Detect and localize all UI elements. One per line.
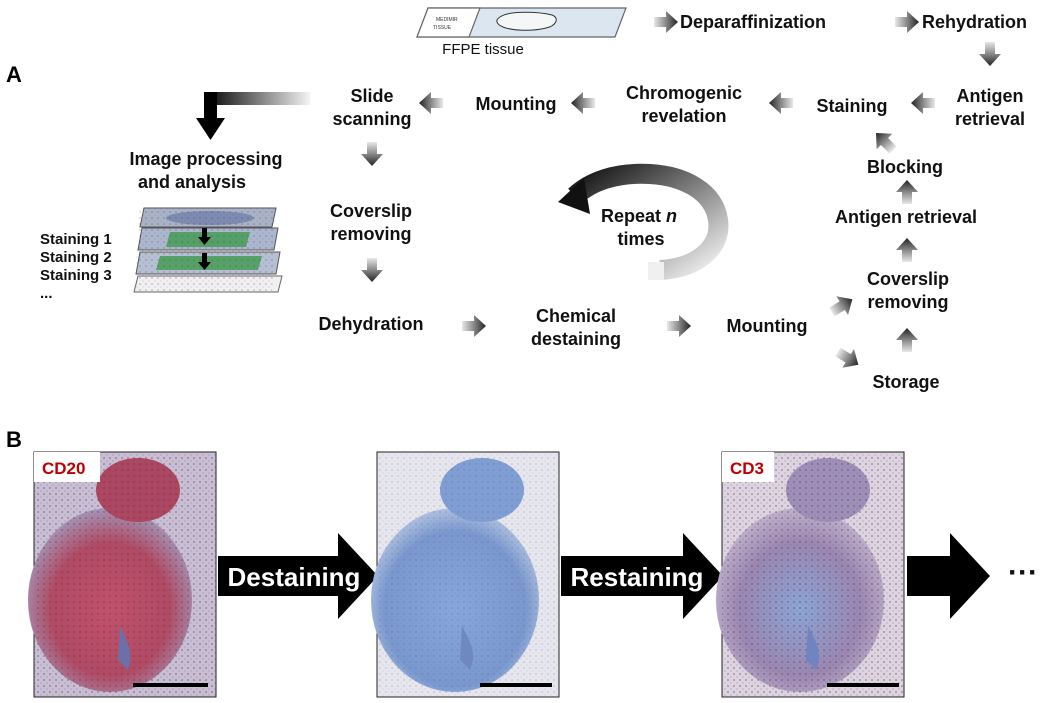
repeat-circular-arrow — [558, 163, 729, 280]
arrow-to-chemical-destaining — [462, 315, 486, 337]
step-chemical-line2: destaining — [531, 329, 621, 349]
step-slide-scanning-line2: scanning — [332, 109, 411, 129]
arrow-continue — [907, 533, 990, 619]
arrow-destaining — [218, 533, 378, 619]
panel-label-b: B — [6, 427, 22, 452]
panel-label-a: A — [6, 62, 22, 87]
step-mounting-top: Mounting — [476, 94, 557, 114]
repeat-text: Repeat — [601, 206, 666, 226]
repeat-n: n — [666, 206, 677, 226]
step-image-processing-line2: and analysis — [138, 172, 246, 192]
slide-label-text-1: MEDIMIR — [436, 17, 458, 23]
arrow-to-deparaffinization — [654, 11, 678, 33]
step-rehydration: Rehydration — [922, 12, 1027, 32]
bent-arrow-to-image-processing — [196, 92, 310, 140]
step-coverslip-left-line1: Coverslip — [330, 201, 412, 221]
arrow-blocking-to-staining — [868, 125, 901, 158]
stack-label-2: Staining 2 — [40, 249, 112, 266]
stacked-slides-image — [133, 207, 283, 293]
tag-cd20: CD20 — [42, 459, 85, 478]
arrow-to-antigen-retrieval — [979, 42, 1001, 66]
step-staining: Staining — [817, 96, 888, 116]
arrow-to-slide-scanning — [419, 92, 443, 114]
micrograph-cd20: CD20 — [28, 451, 217, 698]
arrow-to-mounting-top — [571, 92, 595, 114]
step-storage: Storage — [872, 372, 939, 392]
label-destaining: Destaining — [228, 562, 361, 592]
slide-label-text-2: TISSUE — [433, 25, 452, 31]
step-mounting-bottom: Mounting — [727, 316, 808, 336]
step-antigen-retrieval-line2: retrieval — [955, 109, 1025, 129]
step-chemical-line1: Chemical — [536, 306, 616, 326]
repeat-label-line1: Repeat n — [601, 206, 677, 226]
arrow-to-storage — [832, 342, 865, 375]
step-coverslip-right-line2: removing — [867, 292, 948, 312]
arrow-to-chromogenic — [769, 92, 793, 114]
arrow-restaining — [561, 533, 723, 619]
step-image-processing-line1: Image processing — [129, 149, 282, 169]
stack-label-4: ... — [40, 285, 53, 302]
step-deparaffinization: Deparaffinization — [680, 12, 826, 32]
label-restaining: Restaining — [571, 562, 704, 592]
arrow-to-staining — [911, 92, 935, 114]
step-antigen-retrieval-mid: Antigen retrieval — [835, 207, 977, 227]
step-chromogenic-line2: revelation — [641, 106, 726, 126]
step-slide-scanning-line1: Slide — [350, 86, 393, 106]
tag-cd3: CD3 — [730, 459, 764, 478]
step-antigen-retrieval-line1: Antigen — [957, 86, 1024, 106]
arrow-to-coverslip-right — [826, 289, 859, 322]
repeat-label-line2: times — [617, 229, 664, 249]
micrograph-destained — [371, 451, 560, 698]
ffpe-caption: FFPE tissue — [442, 41, 524, 58]
arrow-to-mounting-bottom — [667, 315, 691, 337]
arrow-to-coverslip-left — [361, 142, 383, 166]
step-blocking: Blocking — [867, 157, 943, 177]
step-coverslip-left-line2: removing — [330, 224, 411, 244]
arrow-to-blocking — [896, 180, 918, 204]
stack-label-1: Staining 1 — [40, 231, 112, 248]
ffpe-slide: MEDIMIR TISSUE — [416, 7, 627, 38]
arrow-storage-to-coverslip — [896, 328, 918, 352]
step-dehydration: Dehydration — [318, 314, 423, 334]
arrow-to-dehydration — [361, 258, 383, 282]
arrow-to-antigen-retrieval-mid — [896, 238, 918, 262]
micrograph-cd3: CD3 — [716, 451, 905, 698]
continue-ellipsis: ··· — [1008, 556, 1038, 589]
arrow-to-rehydration — [895, 11, 919, 33]
step-chromogenic-line1: Chromogenic — [626, 83, 742, 103]
stack-label-3: Staining 3 — [40, 267, 112, 284]
step-coverslip-right-line1: Coverslip — [867, 269, 949, 289]
